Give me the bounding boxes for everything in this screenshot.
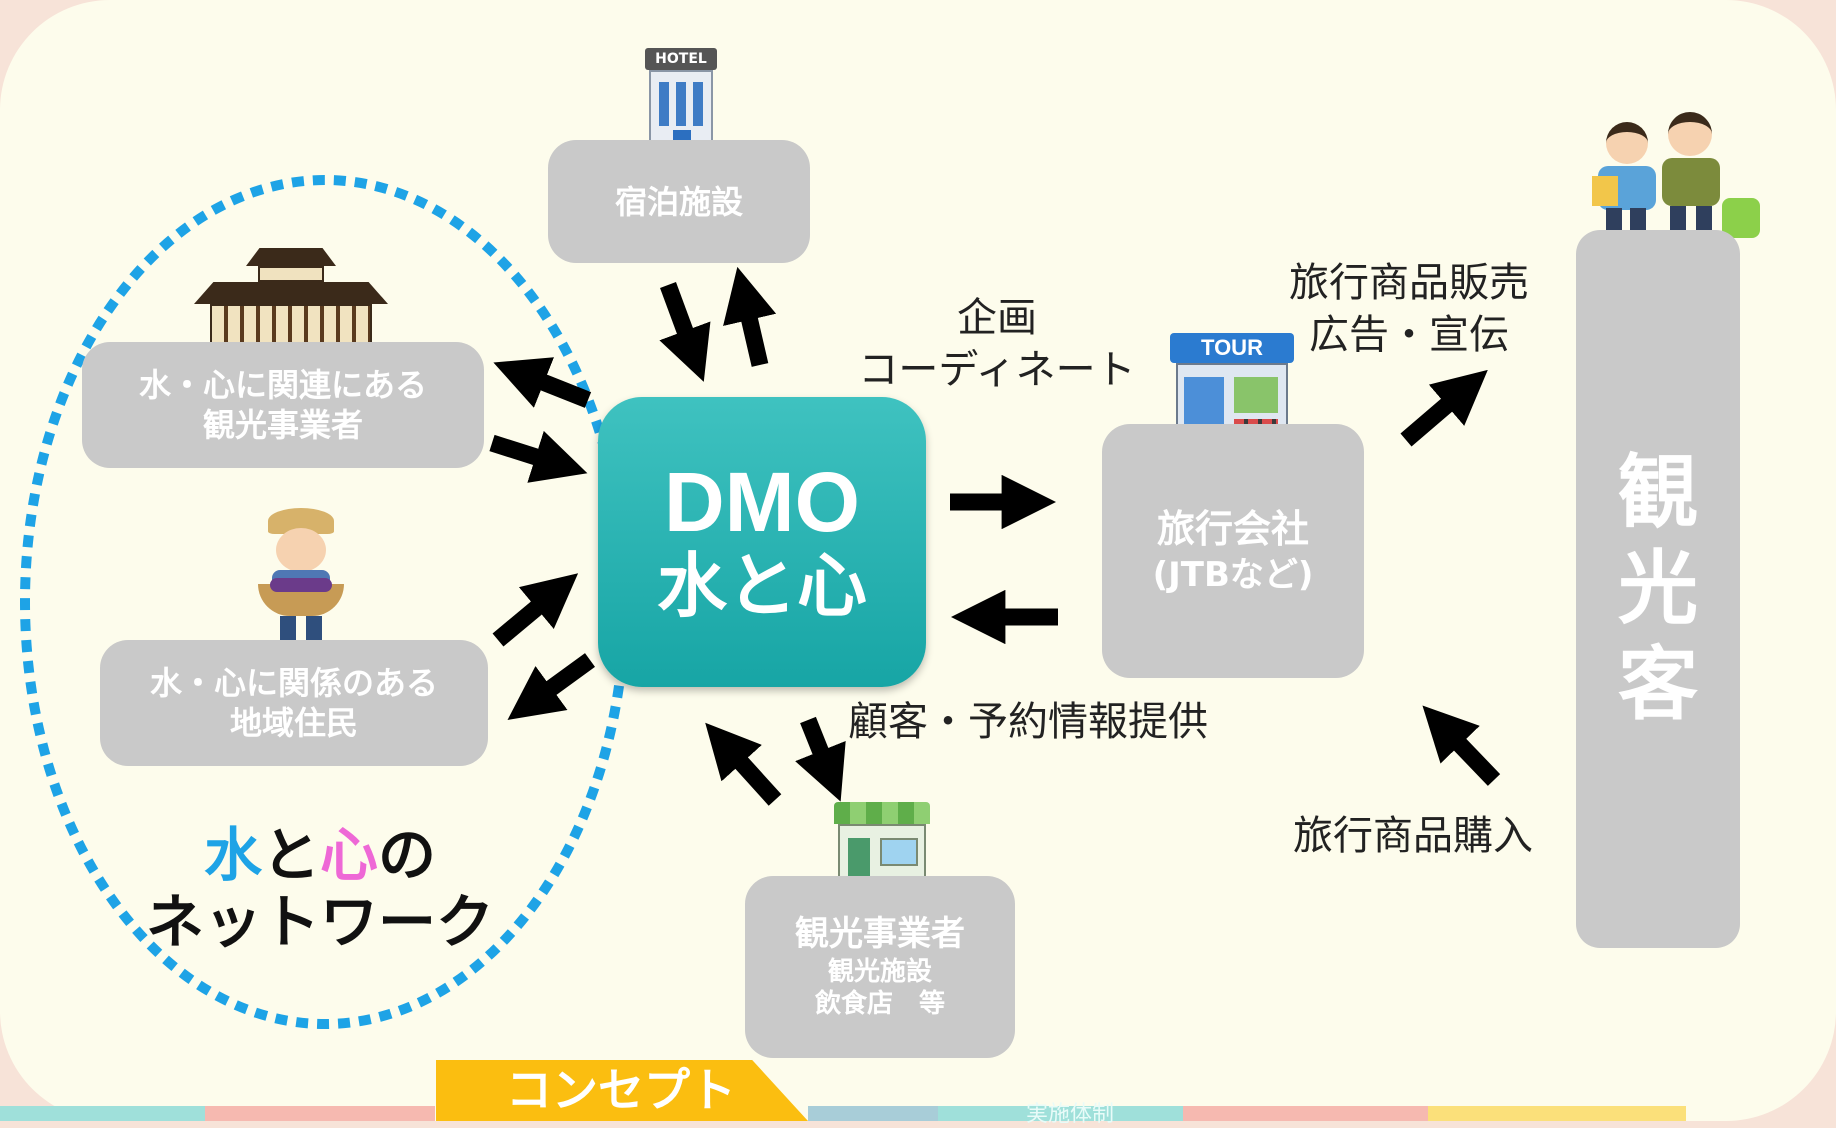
arrow-dmo-to-lodging [723, 266, 777, 367]
arrow-dmo-to-tourism-biz [795, 716, 846, 802]
arrow-dmo-to-residents [507, 653, 595, 720]
water-word: 水 [203, 821, 262, 889]
heart-word: 心 [320, 821, 379, 889]
arrow-tourism-biz-to-dmo [705, 722, 782, 806]
customer-info-label: 顧客・予約情報提供 [848, 699, 1208, 745]
operators-box: 水・心に関連にある 観光事業者 [82, 342, 484, 468]
tourists-box: 観 光 客 [1576, 230, 1740, 948]
dmo-box: DMO 水と心 [598, 397, 926, 687]
tab-concept[interactable]: コンセプト [436, 1060, 808, 1121]
network-title: 水と心の ネットワーク [110, 822, 530, 955]
tab-1[interactable] [0, 1106, 205, 1121]
tab-2[interactable] [205, 1106, 435, 1121]
residents-box: 水・心に関係のある 地域住民 [100, 640, 488, 766]
bottom-tab-bar[interactable]: 実施体制 [0, 1102, 1836, 1127]
lodging-box: 宿泊施設 [548, 140, 810, 263]
sales-label: 旅行商品販売 広告・宣伝 [1289, 260, 1529, 358]
arrow-lodging-to-dmo [659, 282, 711, 382]
hotel-icon: HOTEL [637, 48, 725, 152]
arrow-tourists-to-agency [1422, 705, 1501, 786]
arrow-residents-to-dmo [492, 573, 579, 647]
tab-4[interactable] [808, 1106, 938, 1121]
arrow-agency-to-tourists [1400, 369, 1488, 447]
tourists-icon [1592, 112, 1762, 246]
tab-5[interactable]: 実施体制 [938, 1102, 1183, 1127]
agency-box: 旅行会社 (JTBなど) [1102, 424, 1364, 678]
temple-icon [186, 248, 396, 352]
network-subtitle: ネットワーク [145, 887, 494, 956]
tab-7[interactable] [1428, 1106, 1686, 1121]
tab-6[interactable] [1183, 1106, 1428, 1121]
purchase-label: 旅行商品購入 [1293, 813, 1533, 859]
farmer-icon [258, 508, 344, 654]
arrow-operators-to-dmo [489, 430, 588, 483]
plan-label: 企画 コーディネート [858, 295, 1136, 393]
tourism-business-box: 観光事業者 観光施設 飲食店 等 [745, 876, 1015, 1058]
arrow-dmo-to-operators [493, 357, 592, 408]
